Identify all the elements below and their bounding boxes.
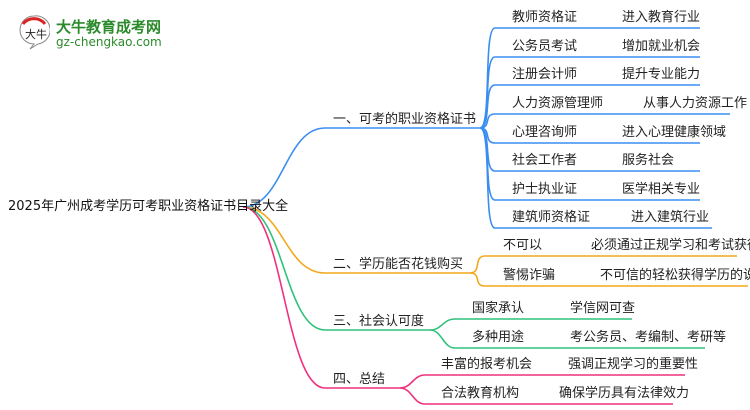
leaf-connector — [399, 387, 673, 405]
branch-label: 四、总结 — [333, 372, 386, 387]
leaf-value: 进入建筑行业 — [631, 210, 710, 225]
leaf-name: 多种用途 — [472, 330, 525, 345]
leaf-connector — [399, 374, 685, 389]
leaf-value: 服务社会 — [622, 153, 675, 168]
leaf-connector — [469, 272, 748, 287]
leaf-name: 丰富的报考机会 — [441, 357, 533, 372]
branch-connector — [242, 206, 430, 331]
leaf-value: 不可信的轻松获得学历的说法 — [600, 268, 750, 283]
branch-connector — [242, 206, 400, 389]
logo-brand: 大牛教育成考网 — [56, 18, 162, 36]
leaf-value: 考公务员、考编制、考研等 — [570, 330, 727, 345]
leaf-value: 进入心理健康领域 — [622, 125, 727, 140]
leaf-value: 学信网可查 — [570, 301, 636, 316]
leaf-connector — [429, 329, 705, 349]
leaf-name: 公务员考试 — [512, 39, 578, 54]
leaf-connector — [469, 255, 737, 274]
svg-text:大牛: 大牛 — [25, 27, 47, 41]
leaf-value: 从事人力资源工作 — [643, 96, 748, 111]
leaf-value: 强调正规学习的重要性 — [568, 357, 699, 372]
branch-label: 三、社会认可度 — [333, 314, 425, 329]
logo-mark-icon: 大牛 — [19, 15, 50, 50]
logo-url: gz-chengkao.com — [56, 35, 162, 49]
leaf-connector — [479, 127, 712, 229]
leaf-connector — [429, 318, 632, 331]
leaf-name: 国家承认 — [472, 301, 525, 316]
leaf-connector — [479, 84, 700, 129]
leaf-value: 确保学历具有法律效力 — [559, 386, 690, 401]
leaf-name: 教师资格证 — [512, 10, 578, 25]
leaf-name: 心理咨询师 — [512, 125, 578, 140]
leaf-name: 护士执业证 — [512, 182, 578, 197]
leaf-name: 建筑师资格证 — [512, 210, 591, 225]
branch-connector — [242, 127, 480, 208]
leaf-value: 增加就业机会 — [622, 39, 701, 54]
leaf-value: 进入教育行业 — [622, 10, 701, 25]
branch-label: 一、可考的职业资格证书 — [333, 112, 477, 127]
leaf-value: 提升专业能力 — [622, 67, 701, 82]
logo: 大牛 大牛教育成考网 gz-chengkao.com — [18, 14, 198, 54]
leaf-name: 警惕诈骗 — [503, 268, 556, 283]
leaf-name: 人力资源管理师 — [512, 96, 604, 111]
leaf-value: 必须通过正规学习和考试获得 — [591, 238, 750, 253]
root-node: 2025年广州成考学历可考职业资格证书目录大全 — [8, 199, 289, 214]
leaf-name: 社会工作者 — [512, 153, 578, 168]
branch-connector — [242, 206, 470, 274]
leaf-value: 医学相关专业 — [622, 182, 701, 197]
leaf-name: 合法教育机构 — [441, 386, 520, 401]
leaf-name: 不可以 — [503, 238, 543, 253]
branch-label: 二、学历能否花钱购买 — [333, 257, 464, 272]
leaf-connector — [479, 113, 730, 129]
leaf-name: 注册会计师 — [512, 67, 578, 82]
